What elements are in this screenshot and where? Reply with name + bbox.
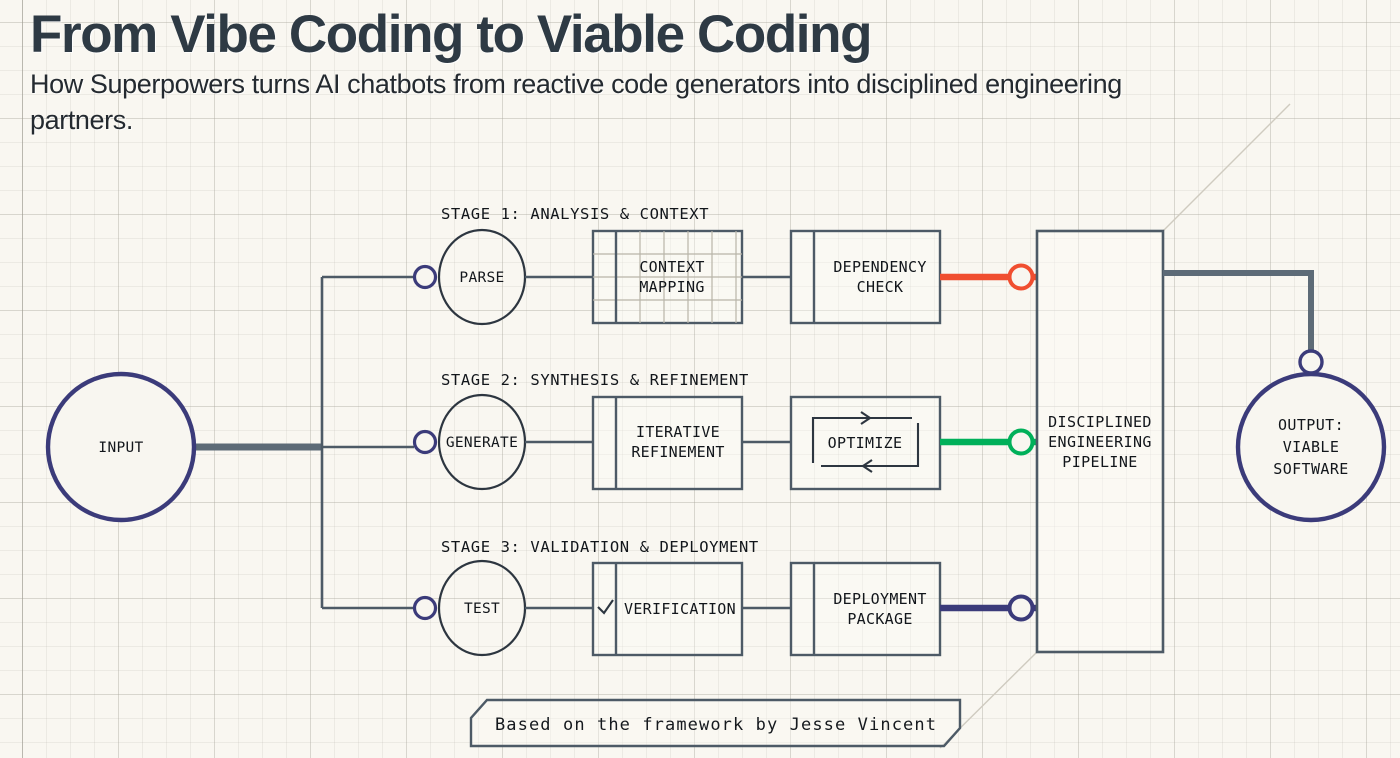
pipeline-label-line2: ENGINEERING [1048,433,1152,451]
stage-2-connector-green [940,428,1038,456]
stage-1-junction-icon [412,264,438,290]
stage-3-junction-icon [412,595,438,621]
loop-arrows-icon [811,411,920,473]
stage-3-box-a-label-1: VERIFICATION [624,600,736,618]
stage-1-box-dependency-check[interactable]: DEPENDENCY CHECK [789,229,942,325]
stage-1-connector-node-icon[interactable] [1007,263,1035,291]
stage-2-connector-node-icon[interactable] [1007,428,1035,456]
check-icon [597,599,614,615]
stage-2-box-iterative-refinement[interactable]: ITERATIVE REFINEMENT [591,395,744,491]
stage-3-connector-node-icon[interactable] [1007,594,1035,622]
stage-3-box-verification[interactable]: VERIFICATION [591,561,744,657]
stage-1-box-b-label-2: CHECK [857,278,904,296]
stage-2-junction-icon [412,429,438,455]
stage-1-node-parse[interactable]: PARSE [437,228,527,326]
left-margin-rule [22,0,23,758]
stage-1-box-b-label-1: DEPENDENCY [833,258,926,276]
stage-2-node-generate[interactable]: GENERATE [437,393,527,491]
stage-1-box-context-mapping[interactable]: CONTEXT MAPPING [591,229,744,325]
output-connector-node-icon [1298,349,1324,375]
stage-2-node-label: GENERATE [446,435,518,451]
stage-3-box-deployment-package[interactable]: DEPLOYMENT PACKAGE [789,561,942,657]
stage-3-box-b-label-2: PACKAGE [847,610,912,628]
stage-2-label: STAGE 2: SYNTHESIS & REFINEMENT [441,371,749,389]
page-subtitle: How Superpowers turns AI chatbots from r… [30,69,1122,135]
pipeline-to-output-connector [1163,270,1314,352]
output-label-line2: VIABLE [1283,438,1340,456]
stage-1-label: STAGE 1: ANALYSIS & CONTEXT [441,205,709,223]
stage-2-box-a-label-2: REFINEMENT [631,443,724,461]
pipeline-box[interactable]: DISCIPLINED ENGINEERING PIPELINE [1035,229,1165,654]
stage-3-node-label: TEST [464,601,500,617]
input-node-label: INPUT [98,440,143,456]
header: From Vibe Coding to Viable Coding How Su… [30,6,1130,138]
stage-1-node-label: PARSE [459,270,504,286]
stage-2-box-a-label-1: ITERATIVE [636,423,720,441]
box-grid-texture [593,231,742,323]
footer-caption: Based on the framework by Jesse Vincent [495,715,937,735]
output-label-line1: OUTPUT: [1278,416,1344,434]
stage-3-label: STAGE 3: VALIDATION & DEPLOYMENT [441,538,759,556]
pipeline-label-line3: PIPELINE [1062,453,1137,471]
stage-3-connector-indigo [940,594,1038,622]
stage-3-box-b-label-1: DEPLOYMENT [833,590,926,608]
input-node[interactable]: INPUT [45,371,197,523]
stage-1-box-a-label-1: CONTEXT [639,258,704,276]
output-label-line3: SOFTWARE [1273,460,1348,478]
footer-banner: Based on the framework by Jesse Vincent [469,698,962,748]
stage-1-box-a-label-2: MAPPING [639,278,704,296]
pipeline-label-line1: DISCIPLINED [1048,413,1152,431]
stage-3-node-test[interactable]: TEST [437,559,527,657]
output-node[interactable]: OUTPUT: VIABLE SOFTWARE [1235,349,1387,523]
branch-bus [320,275,414,610]
stage-2-box-b-label-1: OPTIMIZE [828,434,903,452]
stage-2-box-optimize[interactable]: OPTIMIZE [789,395,942,491]
page-title: From Vibe Coding to Viable Coding [30,5,872,64]
stage-1-connector-red [940,263,1038,291]
